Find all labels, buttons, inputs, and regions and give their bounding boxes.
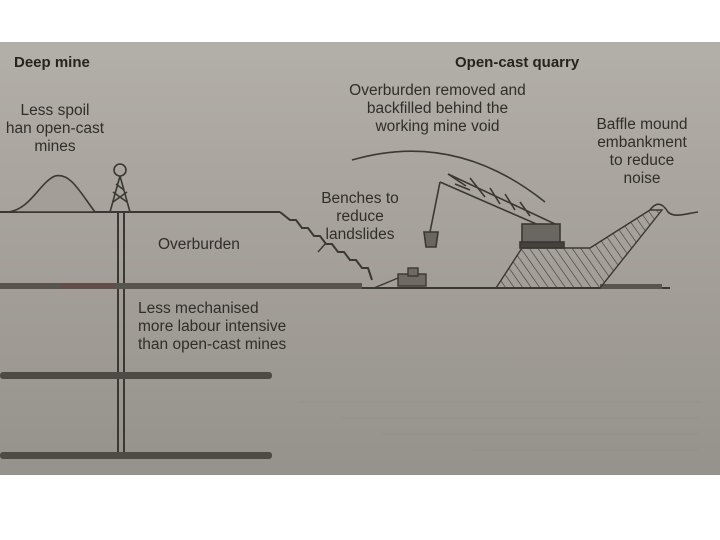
dragline-excavator: [423, 173, 565, 249]
deep-mine-title: Deep mine: [14, 54, 90, 71]
less-mechanised-label: Less mechanised more labour intensive th…: [138, 300, 287, 353]
mine-diagram-drawing: [0, 150, 700, 459]
overburden-label: Overburden: [158, 236, 240, 253]
overburden-removed-label: Overburden removed and backfilled behind…: [349, 82, 526, 135]
coal-seams: [0, 283, 662, 459]
spoil-heap: [7, 174, 97, 213]
headframe-tower: [109, 163, 131, 213]
bulldozer: [373, 267, 427, 289]
baffle-mound-label: Baffle mound embankment to reduce noise: [596, 116, 688, 187]
page-bleed: [300, 401, 700, 451]
open-cast-title: Open-cast quarry: [455, 54, 580, 71]
benches-leader: [317, 242, 327, 253]
backfill-arc: [351, 150, 546, 203]
diagram-photo: Deep mine Open-cast quarry Less spoil ha…: [0, 42, 720, 475]
baffle-mound: [649, 203, 699, 216]
benches-label: Benches to reduce landslides: [321, 190, 399, 243]
less-spoil-label: Less spoil han open-cast mines: [5, 102, 105, 155]
mine-shaft: [117, 212, 125, 456]
backfill-slope: [494, 209, 664, 289]
